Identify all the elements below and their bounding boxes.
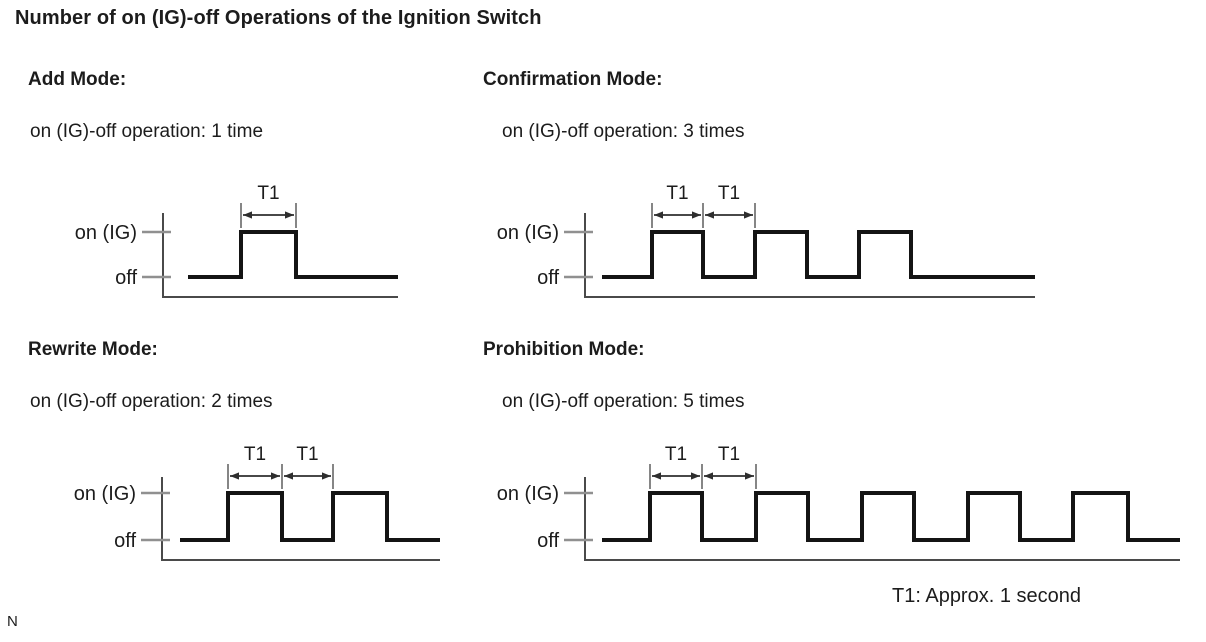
t1-label-prohibition-mode-1: T1 <box>718 444 740 465</box>
t1-label-confirmation-mode-1: T1 <box>718 183 740 204</box>
panel-header-rewrite-mode: Rewrite Mode: <box>28 339 158 360</box>
panel-description-rewrite-mode: on (IG)-off operation: 2 times <box>30 391 273 412</box>
page-marker: N <box>7 613 18 630</box>
t1-arrowhead-left-rewrite-mode-0 <box>230 472 239 480</box>
axis-label-on-add-mode: on (IG) <box>75 222 137 244</box>
t1-arrowhead-right-prohibition-mode-0 <box>691 472 700 480</box>
t1-arrowhead-right-add-mode-0 <box>285 211 294 219</box>
axis-label-off-add-mode: off <box>115 267 137 289</box>
axis-label-off-prohibition-mode: off <box>537 530 559 552</box>
waveform-rewrite-mode <box>180 491 440 542</box>
axis-label-off-confirmation-mode: off <box>537 267 559 289</box>
page-title: Number of on (IG)-off Operations of the … <box>15 7 542 29</box>
panel-header-add-mode: Add Mode: <box>28 69 127 90</box>
panel-description-prohibition-mode: on (IG)-off operation: 5 times <box>502 391 745 412</box>
t1-arrowhead-left-prohibition-mode-1 <box>704 472 713 480</box>
t1-arrowhead-left-confirmation-mode-0 <box>654 211 663 219</box>
t1-arrowhead-right-rewrite-mode-1 <box>322 472 331 480</box>
t1-arrowhead-left-prohibition-mode-0 <box>652 472 661 480</box>
axis-label-off-rewrite-mode: off <box>114 530 136 552</box>
t1-label-add-mode-0: T1 <box>257 183 279 204</box>
axis-label-on-prohibition-mode: on (IG) <box>497 483 559 505</box>
t1-arrowhead-left-add-mode-0 <box>243 211 252 219</box>
axis-rewrite-mode <box>161 477 440 561</box>
t1-arrowhead-right-rewrite-mode-0 <box>271 472 280 480</box>
waveform-add-mode <box>188 230 398 279</box>
t1-footnote: T1: Approx. 1 second <box>892 585 1082 607</box>
t1-arrowhead-left-confirmation-mode-1 <box>705 211 714 219</box>
t1-label-confirmation-mode-0: T1 <box>666 183 688 204</box>
axis-confirmation-mode <box>584 213 1035 298</box>
t1-label-rewrite-mode-1: T1 <box>296 444 318 465</box>
t1-label-rewrite-mode-0: T1 <box>244 444 266 465</box>
t1-arrowhead-right-prohibition-mode-1 <box>745 472 754 480</box>
waveform-prohibition-mode <box>602 491 1180 542</box>
t1-label-prohibition-mode-0: T1 <box>665 444 687 465</box>
t1-arrowhead-left-rewrite-mode-1 <box>284 472 293 480</box>
panel-description-confirmation-mode: on (IG)-off operation: 3 times <box>502 121 745 142</box>
panel-header-confirmation-mode: Confirmation Mode: <box>483 69 663 90</box>
panel-description-add-mode: on (IG)-off operation: 1 time <box>30 121 264 142</box>
waveform-confirmation-mode <box>602 230 1035 279</box>
t1-arrowhead-right-confirmation-mode-1 <box>744 211 753 219</box>
axis-label-on-confirmation-mode: on (IG) <box>497 222 559 244</box>
axis-add-mode <box>162 213 398 298</box>
axis-prohibition-mode <box>584 477 1180 561</box>
panel-header-prohibition-mode: Prohibition Mode: <box>483 339 645 360</box>
axis-label-on-rewrite-mode: on (IG) <box>74 483 136 505</box>
t1-arrowhead-right-confirmation-mode-0 <box>692 211 701 219</box>
